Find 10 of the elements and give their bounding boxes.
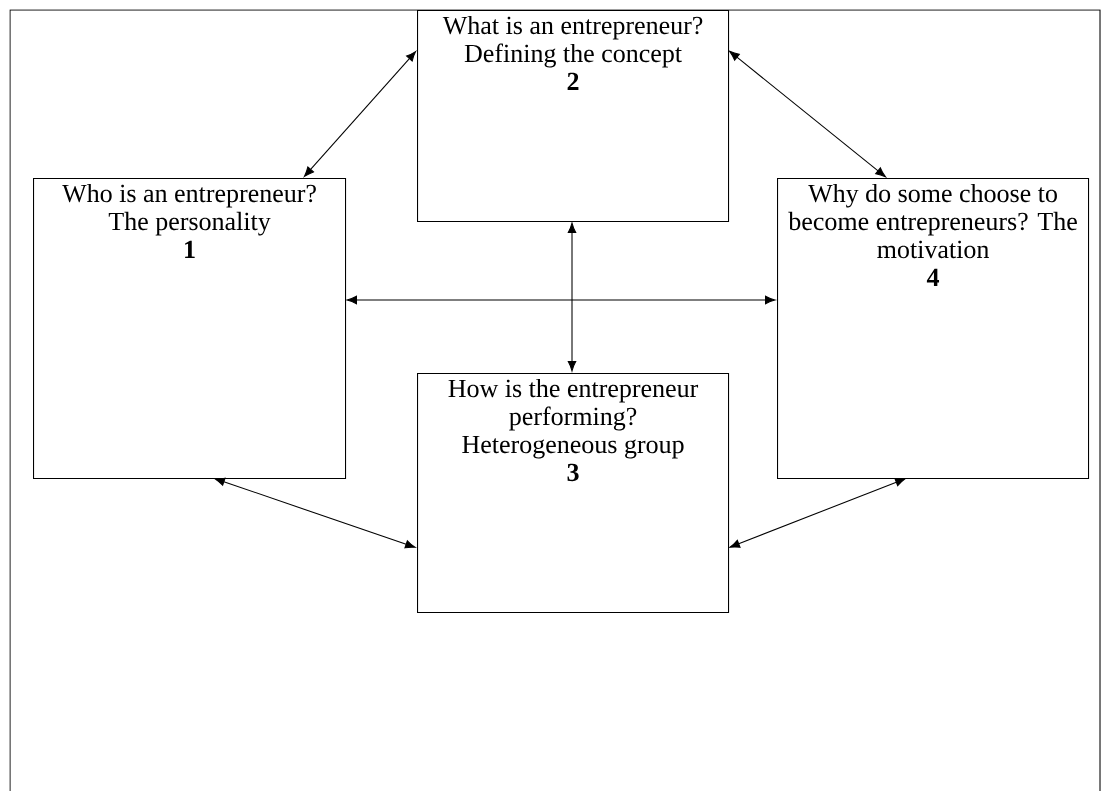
arrow (346, 295, 776, 305)
arrow (567, 222, 577, 372)
text-box: Who is an entrepreneur? The personality 1 (33, 178, 347, 480)
arrow (729, 50, 886, 178)
arrow (303, 51, 417, 177)
text-box: What is an entrepreneur? Defining the concept 2 (417, 10, 730, 223)
text-box: Why do some choose to become entrepreneurs? The motivation 4 (777, 178, 1090, 480)
text-box: How is the entrepreneur performing? Heterogeneous group 3 (417, 373, 730, 614)
arrow (729, 478, 906, 548)
arrow (214, 477, 416, 549)
